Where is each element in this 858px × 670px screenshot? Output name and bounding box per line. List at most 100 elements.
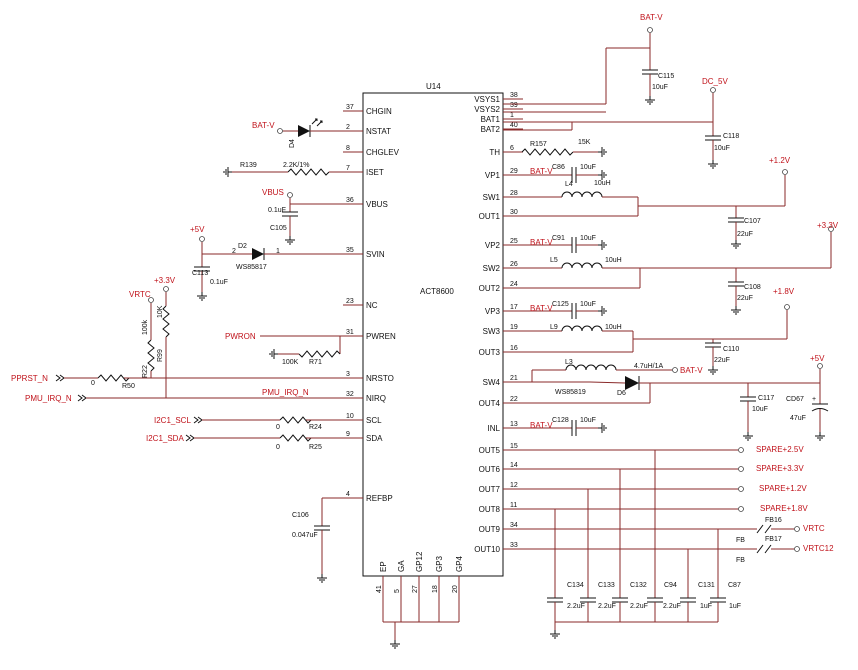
r139-ref: R139 [240,162,257,169]
right-pin-number: 12 [510,482,518,489]
buck3-section: BAT-V C125 10uF L9 10uH +1.8V C110 22uF [503,287,795,375]
c105-value: 0.1uF [268,207,286,214]
c132-ref: C132 [630,582,647,589]
right-pin-number: 13 [510,421,518,428]
c117-value: 10uF [752,406,768,413]
i2c1-scl-label: I2C1_SCL [154,416,191,425]
l9-ref: L9 [550,324,558,331]
r99-ref: R99 [157,349,164,362]
l5-value: 10uH [605,257,622,264]
r157-value: 15K [578,139,591,146]
r24-value: 0 [276,424,280,431]
left-pin-number: 8 [346,145,350,152]
r25-value: 0 [276,444,280,451]
spare-2v5-label: SPARE+2.5V [756,445,804,454]
right-pin-number: 14 [510,462,518,469]
l4-value: 10uH [594,180,611,187]
th-section: R157 15K [503,139,607,158]
bat-v-top-terminal [647,27,653,33]
nstat-led-section: BAT-V D4 [252,118,363,148]
c115-ref: C115 [658,73,674,80]
bottom-pin-name: GA [397,560,406,572]
right-pin-number: 15 [510,443,518,450]
c117-ref: C117 [758,395,774,402]
spare-1v8-label: SPARE+1.8V [760,504,808,513]
d6-value: WS85819 [555,389,586,396]
c132-value: 2.2uF [630,603,648,610]
bottom-pin-number: 20 [452,585,459,593]
r157-ref: R157 [530,141,547,148]
boost-bat-v-label: BAT-V [680,366,703,375]
vsys-bat-section: BAT-V C115 10uF DC_5V C118 10uF [503,13,739,169]
left-pin-name: NSTAT [366,127,391,136]
left-pin-name: SDA [366,434,383,443]
iset-section: R139 2.2K/1% [223,162,363,178]
left-pin-number: 35 [346,247,354,254]
right-pin-name: VP3 [485,307,501,316]
right-pin-number: 22 [510,396,518,403]
right-pin-number: 30 [510,209,518,216]
fb17-value: FB [736,557,745,564]
spare-2v5-terminal [738,447,744,453]
c113-value: 0.1uF [210,279,228,286]
c94-ref: C94 [664,582,677,589]
right-pin-name: VP2 [485,241,501,250]
plus-3v3-left-terminal [163,286,169,292]
left-pin-name: NRSTO [366,374,394,383]
fb16-value: FB [736,537,745,544]
d2-pin2: 2 [232,248,236,255]
boost-bat-v-terminal [672,367,678,373]
left-pin-number: 36 [346,197,354,204]
d2-ref: D2 [238,243,247,250]
bottom-pin-name: GP12 [415,551,424,572]
plus-3v3-right-label: +3.3V [817,221,839,230]
right-pin-name: OUT9 [479,525,501,534]
left-pin-number: 23 [346,298,354,305]
left-pin-number: 32 [346,391,354,398]
bottom-pin-name: GP3 [435,555,444,572]
c91-value: 10uF [580,235,596,242]
r22-value: 100k [142,319,149,335]
left-pin-number: 3 [346,371,350,378]
vrtc-out-terminal [794,526,800,532]
right-pin-name: SW3 [483,327,501,336]
ground-pins-section [382,598,460,649]
left-pin-number: 7 [346,165,350,172]
right-pin-number: 26 [510,261,518,268]
c86-value: 10uF [580,164,596,171]
dc-5v-label: DC_5V [702,77,728,86]
r25-ref: R25 [309,444,322,451]
c87-value: 1uF [729,603,741,610]
c108-value: 22uF [737,295,753,302]
left-pin-name: REFBP [366,494,393,503]
d2-value: WS85817 [236,264,267,271]
bottom-pin-number: 41 [376,585,383,593]
ldo-outputs-section: SPARE+2.5V SPARE+3.3V SPARE+1.2V SPARE+1… [503,445,834,639]
r99-value: 10K [157,305,164,318]
inl-section: BAT-V C128 10uF [503,417,607,436]
right-pin-number: 1 [510,112,514,119]
right-pin-name: BAT2 [481,125,501,134]
bottom-pin-name: EP [379,561,388,572]
right-pin-name: SW1 [483,193,501,202]
right-pin-number: 24 [510,281,518,288]
l3-value: 4.7uH/1A [634,363,664,370]
c134-ref: C134 [567,582,584,589]
spare-1v2-label: SPARE+1.2V [759,484,807,493]
c107-ref: C107 [744,218,761,225]
plus-1v2-terminal [782,169,788,175]
pwren-section: PWRON 100K R71 [225,332,363,366]
right-pin-name: OUT2 [479,284,501,293]
right-pin-number: 40 [510,122,518,129]
right-pin-number: 6 [510,145,514,152]
right-pin-name: VSYS2 [474,105,500,114]
r50-ref: R50 [122,383,135,390]
svin-section: +5V D2 2 1 WS85817 C113 0.1uF [190,225,363,301]
pprst-n-label: PPRST_N [11,374,48,383]
c115-value: 10uF [652,84,668,91]
left-pin-number: 10 [346,413,354,420]
c125-value: 10uF [580,301,596,308]
right-pin-name: BAT1 [481,115,501,124]
right-pin-name: OUT8 [479,505,501,514]
